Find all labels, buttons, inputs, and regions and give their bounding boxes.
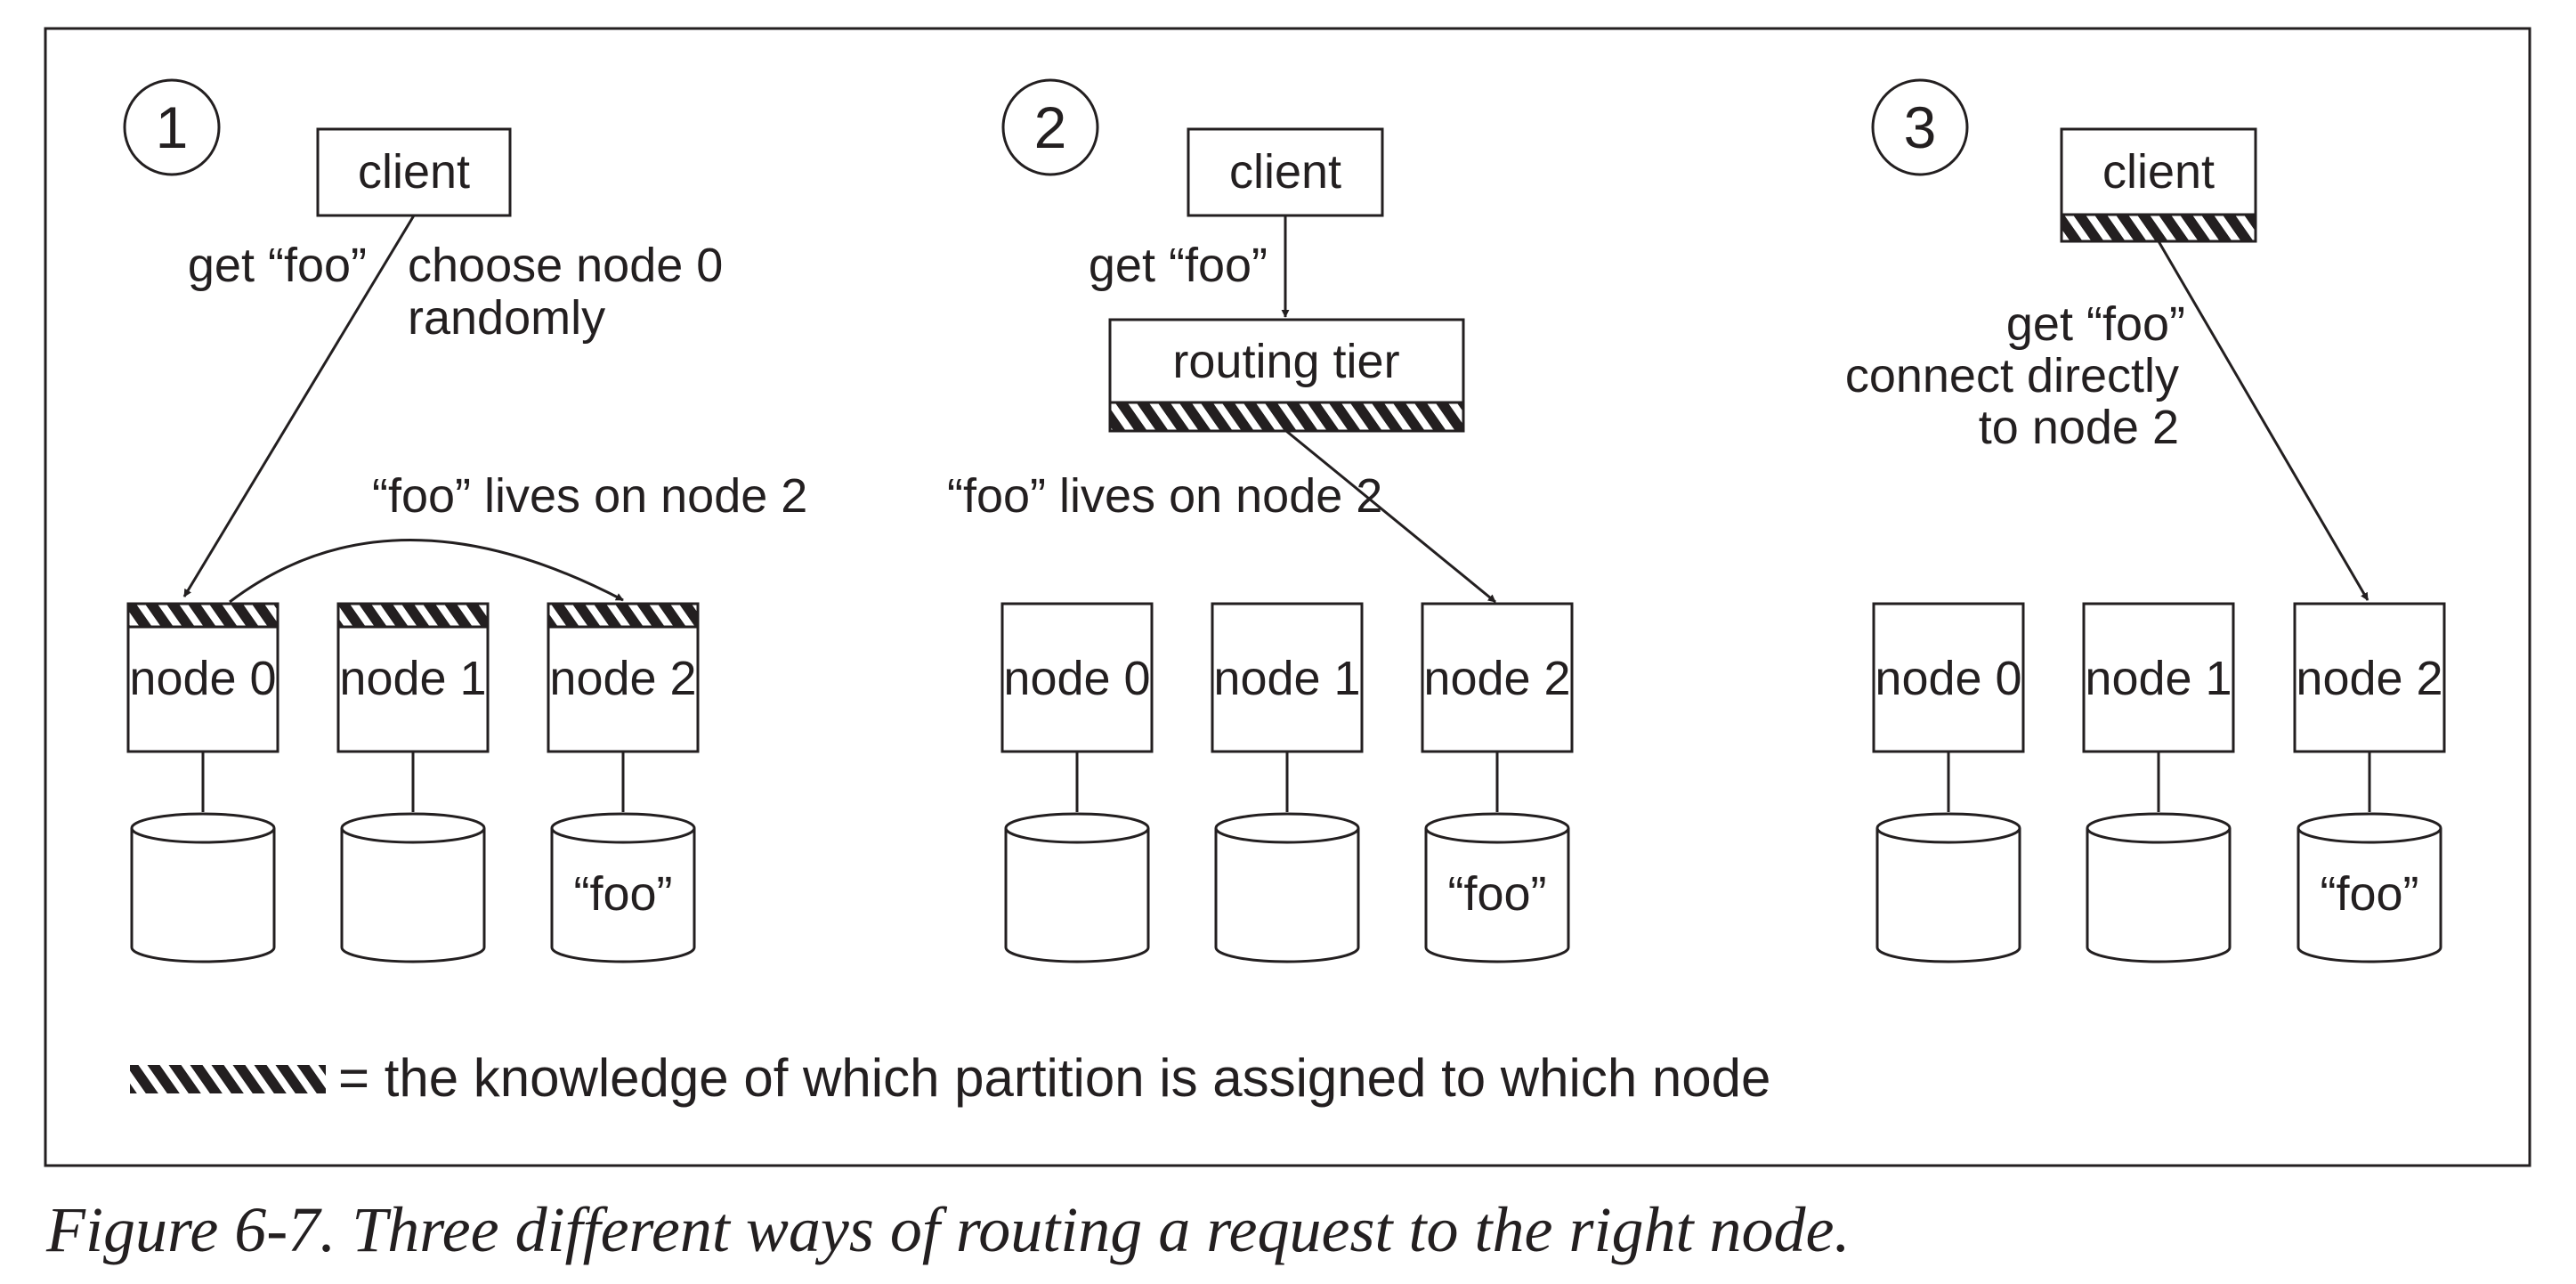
node-2-label: node 2 [2296,652,2442,705]
note-line-3: to node 2 [1979,401,2179,454]
request-label: get “foo” [1089,239,1268,292]
note-line-2: connect directly [1845,349,2179,402]
node-0-box [126,602,279,753]
node-2-box [2293,602,2446,753]
forward-arrow [1285,429,1496,604]
panel-number-circle [123,78,221,176]
routing-tier-label: routing tier [1172,335,1399,388]
client-label: client [1229,145,1341,199]
node-2-label: node 2 [1423,652,1570,705]
legend-text: = the knowledge of which partition is as… [338,1048,1770,1108]
node-0-box [1000,602,1154,753]
disk-2-label: “foo” [1447,867,1546,921]
disk-2 [1424,812,1570,963]
request-label: get “foo” [188,239,367,292]
node-1-box [1211,602,1364,753]
note-line-2: randomly [408,291,605,345]
legend: = the knowledge of which partition is as… [130,1048,1770,1108]
note-line-1: choose node 0 [408,239,723,292]
panel-number: 1 [156,94,189,160]
panel-2: 2 client get “foo” routing tier “foo” li… [947,78,1574,963]
disk-2 [2297,812,2442,963]
node-2-label: node 2 [549,652,696,705]
disk-0 [130,812,276,963]
node-0-label: node 0 [1875,652,2021,705]
node-1-hatch [336,602,490,629]
node-0-label: node 0 [129,652,276,705]
disk-2-label: “foo” [2320,867,2418,921]
request-arrow [182,215,416,597]
node-1-label: node 1 [1213,652,1360,705]
client-label: client [2102,145,2215,199]
panel-number-circle [1001,78,1099,176]
node-0-hatch [126,602,279,629]
disk-0 [1875,812,2021,963]
panel-1: 1 client get “foo” choose node 0 randoml… [123,78,807,963]
panel-number: 2 [1034,94,1067,160]
disk-2 [550,812,696,963]
routing-tier-hatch [1108,401,1465,433]
disk-2-label: “foo” [573,867,672,921]
legend-hatch-swatch [130,1065,326,1093]
forward-arrow [229,539,624,604]
client-label: client [358,145,470,199]
node-0-label: node 0 [1003,652,1150,705]
client-hatch [2060,213,2257,243]
node-1-label: node 1 [339,652,486,705]
disk-1 [340,812,486,963]
note-line-1: get “foo” [2006,297,2185,351]
forward-label: “foo” lives on node 2 [947,469,1382,523]
disk-0 [1004,812,1150,963]
direct-request-arrow [2157,240,2369,601]
panel-number-circle [1871,78,1969,176]
node-0-box [1872,602,2025,753]
node-1-label: node 1 [2085,652,2232,705]
client-box [1187,127,1384,217]
node-2-box [1421,602,1574,753]
disk-1 [2086,812,2232,963]
panel-3: 3 client get “foo” connect directly to n… [1845,78,2446,963]
node-1-box [2082,602,2235,753]
panel-number: 3 [1904,94,1937,160]
figure-caption: Figure 6-7. Three different ways of rout… [45,1194,1850,1265]
disk-1 [1214,812,1360,963]
forward-label: “foo” lives on node 2 [372,469,807,523]
node-2-hatch [547,602,700,629]
